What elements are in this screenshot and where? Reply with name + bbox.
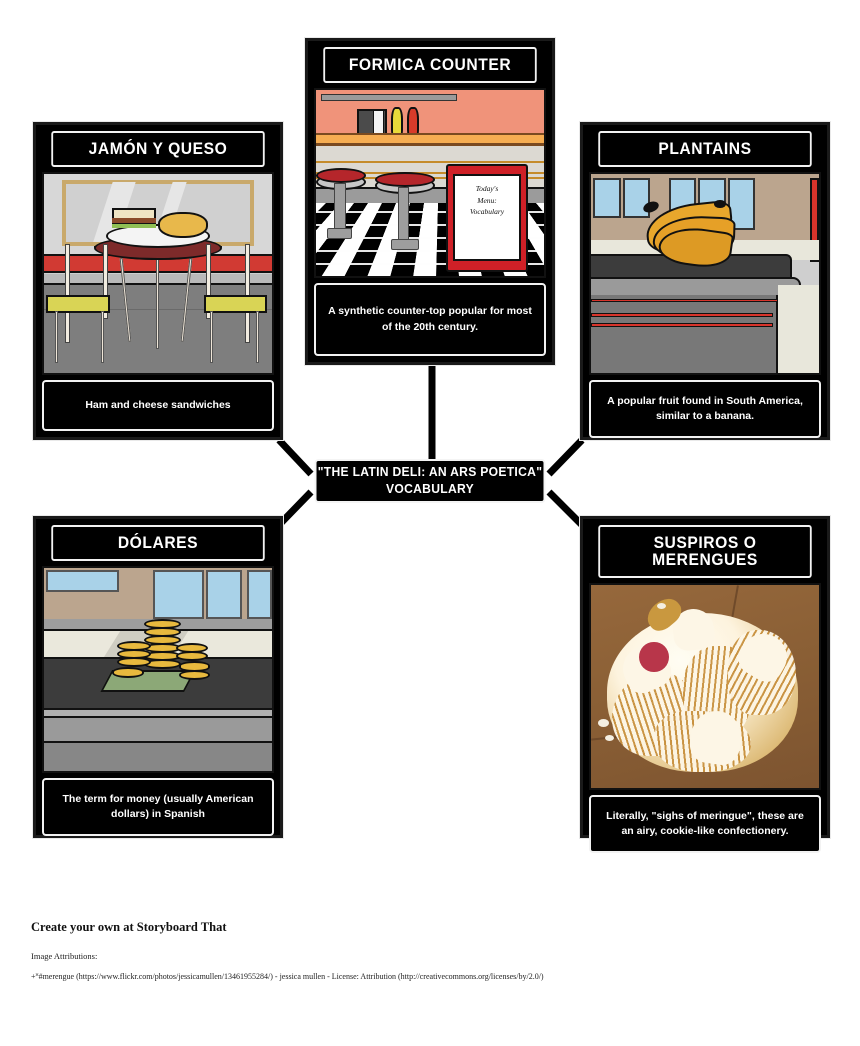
connector-center-to-suspiros [546,489,587,530]
stool-seat-2 [375,171,435,187]
chair-seat-left [46,295,111,314]
counter-stripe-1 [316,160,544,163]
coin-stack-right-2 [176,651,209,662]
chair-leg-right-1 [210,311,214,364]
card-description-suspiros-o-merengues: Literally, "sighs of meringue", these ar… [589,795,821,854]
stool-pole-2 [398,186,410,245]
chair-back-left-1 [64,243,70,344]
crumb-2 [604,735,614,742]
counter-shelf [316,132,544,146]
center-topic-line-2: VOCABULARY [385,482,474,496]
counter-band-3 [44,742,272,771]
napkin-dispenser-paper [373,110,385,135]
menu-sign-line-1: Today's [475,184,499,193]
right-wall [777,285,819,373]
center-topic-node[interactable]: "THE LATIN DELI: AN ARS POETICA" VOCABUL… [314,459,546,503]
footer: Create your own at Storyboard That Image… [31,920,731,981]
chair-leg-left-1 [55,311,59,364]
menu-sign-paper [452,173,522,262]
chair-back-left-2 [103,243,109,320]
coin-stack-right-4 [178,669,211,680]
counter-red-line-1 [591,299,778,303]
card-formica-counter[interactable]: FORMICA COUNTER [305,38,555,365]
coin-loose-left [112,667,145,678]
connector-center-to-plantains [546,437,585,477]
raspberry [638,641,669,673]
counter-front [591,295,778,373]
plantain-stem-2 [714,199,726,208]
card-title-jamon-y-queso: JAMÓN Y QUESO [51,131,265,167]
sandwich-lettuce [112,223,156,228]
card-title-suspiros-o-merengues: SUSPIROS O MERENGUES [598,525,812,578]
card-jamon-y-queso[interactable]: JAMÓN Y QUESO [33,122,283,440]
card-suspiros-o-merengues[interactable]: SUSPIROS O MERENGUES [580,516,830,854]
counter-red-line-3 [591,323,774,328]
counter-band-1 [44,708,272,719]
menu-sign-line-2: Menu: [477,195,497,205]
window-1 [593,177,621,218]
card-art-plantains [589,172,821,375]
footer-title: Create your own at Storyboard That [31,920,227,934]
counter-edge [591,277,801,298]
stool-base-2 [391,238,419,250]
counter-stripe-2 [316,171,544,174]
chair-seat-right [203,295,268,314]
stool-seat-1 [316,168,367,183]
chair-back-right-1 [244,243,250,344]
meringue-photograph [591,585,819,788]
card-art-formica-counter: Today's Menu: Vocabulary [314,88,546,278]
card-art-jamon-y-queso [42,172,274,375]
footer-attributions-label: Image Attributions: [31,951,98,961]
center-topic-line-1: "THE LATIN DELI: AN ARS POETICA" [317,465,543,480]
card-plantains[interactable]: PLANTAINS [580,122,830,440]
card-title-dolares: DÓLARES [51,525,265,561]
window-c [246,570,272,619]
window-a [153,570,204,619]
coin-stack-left-3 [116,657,152,668]
menu-sign-text: Today's Menu: Vocabulary [453,183,521,218]
crumb-1 [597,718,610,728]
chair-leg-right-2 [256,311,260,364]
card-art-suspiros-o-merengues [589,583,821,790]
counter-band-2 [44,718,272,743]
card-title-plantains: PLANTAINS [598,131,812,167]
footer-attribution-line: +˟#merengue (https://www.flickr.com/phot… [31,972,544,981]
red-pole [809,177,819,262]
card-description-jamon-y-queso: Ham and cheese sandwiches [42,380,274,431]
stool-base-1 [327,227,353,239]
card-dolares[interactable]: DÓLARES [33,516,283,838]
connector-center-to-jamon [276,437,314,477]
counter-red-line-2 [591,313,774,318]
chair-leg-left-2 [101,311,104,364]
chair-back-right-2 [205,243,211,320]
menu-sign-line-3: Vocabulary [469,207,505,217]
card-description-formica-counter: A synthetic counter-top popular for most… [314,283,546,356]
window-b [205,570,243,619]
wall-rail [320,93,458,102]
stool-pole-1 [334,183,346,234]
card-description-dolares: The term for money (usually American dol… [42,778,274,837]
crumb-3 [657,603,667,610]
window-upper [46,570,120,593]
card-art-dolares [42,566,274,773]
fries [158,211,209,238]
card-description-plantains: A popular fruit found in South America, … [589,380,821,439]
sandwich-ham [112,217,156,224]
card-title-formica-counter: FORMICA COUNTER [323,47,537,83]
table-leg-2 [155,257,159,350]
